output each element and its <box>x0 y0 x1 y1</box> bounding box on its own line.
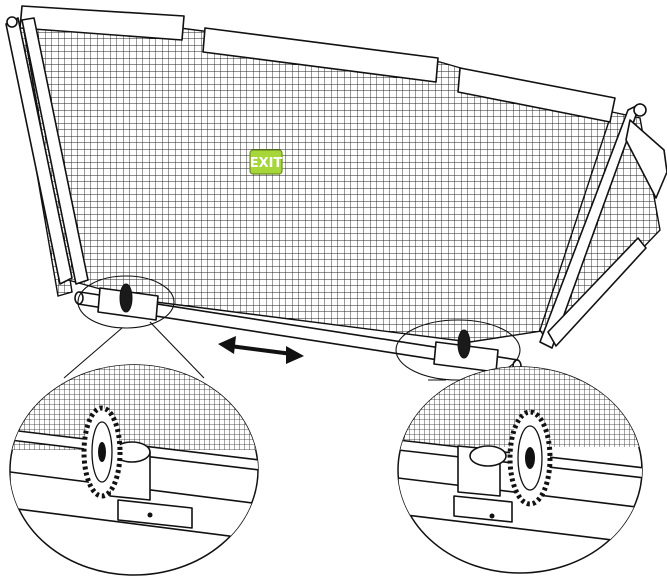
right-zoom-tube <box>398 477 642 545</box>
left-post-cap <box>6 16 18 28</box>
double-arrow-icon <box>218 336 304 364</box>
right-detail-zoom <box>397 366 643 574</box>
left-callout-ring <box>77 275 175 329</box>
top-rails <box>19 5 616 123</box>
right-lower-rail <box>547 237 647 347</box>
left-post-inner <box>21 17 89 285</box>
logo-text: EXIT <box>250 156 283 171</box>
top-rail-2 <box>202 27 439 83</box>
left-leader-a <box>63 327 123 379</box>
right-zoom-clamp <box>453 495 513 523</box>
right-post-cap <box>633 103 647 117</box>
top-rail-3 <box>457 67 616 123</box>
right-wheel <box>457 329 471 359</box>
right-callout-ring <box>395 319 521 381</box>
exit-logo: EXIT <box>249 149 283 175</box>
top-rail-1 <box>19 5 185 41</box>
left-wheel <box>119 283 133 313</box>
left-leader-b <box>149 321 205 379</box>
left-detail-zoom <box>9 364 259 576</box>
left-zoom-clamp <box>117 499 193 529</box>
side-posts <box>5 16 667 349</box>
right-outer-rail <box>625 119 667 199</box>
